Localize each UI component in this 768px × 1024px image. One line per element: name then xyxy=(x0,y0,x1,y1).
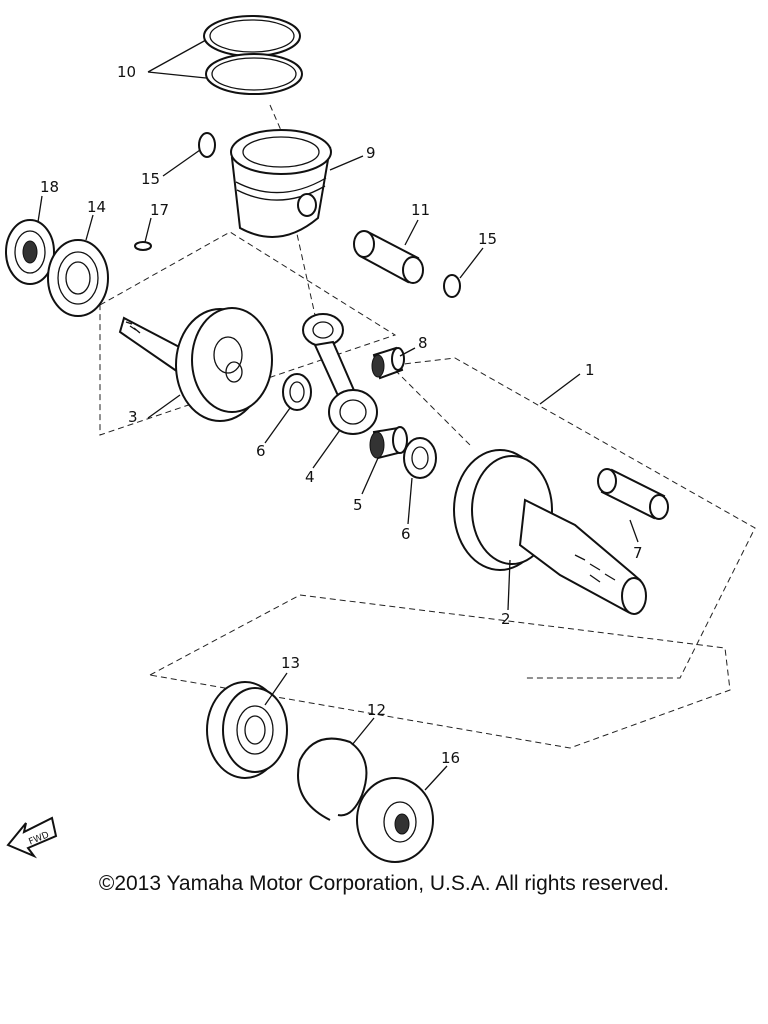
crank-pin xyxy=(597,468,669,520)
label-9: 9 xyxy=(366,144,376,162)
label-8: 8 xyxy=(418,334,428,352)
assembly-outlines xyxy=(99,104,756,749)
crankshaft-piston-exploded-diagram: 10 15 9 18 14 17 11 15 8 1 3 6 4 5 6 7 2… xyxy=(5,15,756,863)
label-18: 18 xyxy=(40,178,59,196)
label-16: 16 xyxy=(441,749,460,767)
label-6-left: 6 xyxy=(256,442,266,460)
label-15-right: 15 xyxy=(478,230,497,248)
label-10: 10 xyxy=(117,63,136,81)
big-end-bearing xyxy=(369,426,408,460)
label-11: 11 xyxy=(411,201,430,219)
piston-pin-clip-left xyxy=(198,132,216,158)
label-7: 7 xyxy=(633,544,643,562)
bearing-lower xyxy=(206,681,288,779)
thrust-washer-left xyxy=(282,373,312,411)
crank-right xyxy=(453,449,647,615)
crank-left xyxy=(118,307,273,422)
circlip xyxy=(297,737,368,821)
woodruff-key xyxy=(134,241,152,251)
leader-lines xyxy=(37,39,639,791)
copyright-text: ©2013 Yamaha Motor Corporation, U.S.A. A… xyxy=(98,872,670,895)
label-12: 12 xyxy=(367,701,386,719)
label-6-right: 6 xyxy=(401,525,411,543)
small-end-bearing xyxy=(371,346,405,380)
label-1: 1 xyxy=(585,361,595,379)
connecting-rod xyxy=(302,313,378,435)
label-17: 17 xyxy=(150,201,169,219)
piston-rings xyxy=(203,15,303,95)
label-3: 3 xyxy=(128,408,138,426)
part-labels: 10 15 9 18 14 17 11 15 8 1 3 6 4 5 6 7 2… xyxy=(40,63,643,767)
label-15-upper: 15 xyxy=(141,170,160,188)
fwd-arrow-icon: FWD xyxy=(6,816,58,859)
piston-pin-clip-right xyxy=(443,274,461,298)
label-14: 14 xyxy=(87,198,106,216)
piston-pin xyxy=(353,230,424,284)
thrust-washer-right xyxy=(403,437,437,479)
label-5: 5 xyxy=(353,496,363,514)
bearing-left xyxy=(47,239,109,317)
label-13: 13 xyxy=(281,654,300,672)
oil-seal-left xyxy=(5,219,55,285)
label-2: 2 xyxy=(501,610,511,628)
label-4: 4 xyxy=(305,468,315,486)
oil-seal-right xyxy=(356,777,434,863)
piston xyxy=(230,129,332,238)
